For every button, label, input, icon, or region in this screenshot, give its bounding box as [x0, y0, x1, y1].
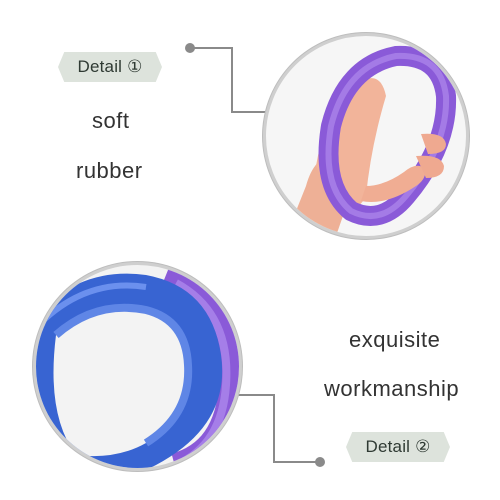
connector-line-1	[190, 47, 268, 113]
detail-2-label-text: Detail ②	[365, 437, 431, 456]
connector-dot-1	[185, 43, 195, 53]
detail-2-label: Detail ②	[346, 432, 450, 462]
feature-text-rubber: rubber	[76, 158, 143, 183]
feature-text-soft: soft	[92, 108, 130, 133]
detail-2-photo	[33, 262, 242, 471]
connector-line-2	[236, 394, 318, 463]
detail-1-label: Detail ①	[58, 52, 162, 82]
blue-purple-rings-closeup-image	[36, 265, 239, 468]
feature-text-exquisite: exquisite	[349, 327, 441, 352]
detail-1-photo	[263, 33, 469, 239]
detail-1-label-text: Detail ①	[77, 57, 143, 76]
feature-text-workmanship: workmanship	[324, 376, 460, 401]
connector-dot-2	[315, 457, 325, 467]
hand-squeezing-ring-image	[286, 45, 457, 236]
